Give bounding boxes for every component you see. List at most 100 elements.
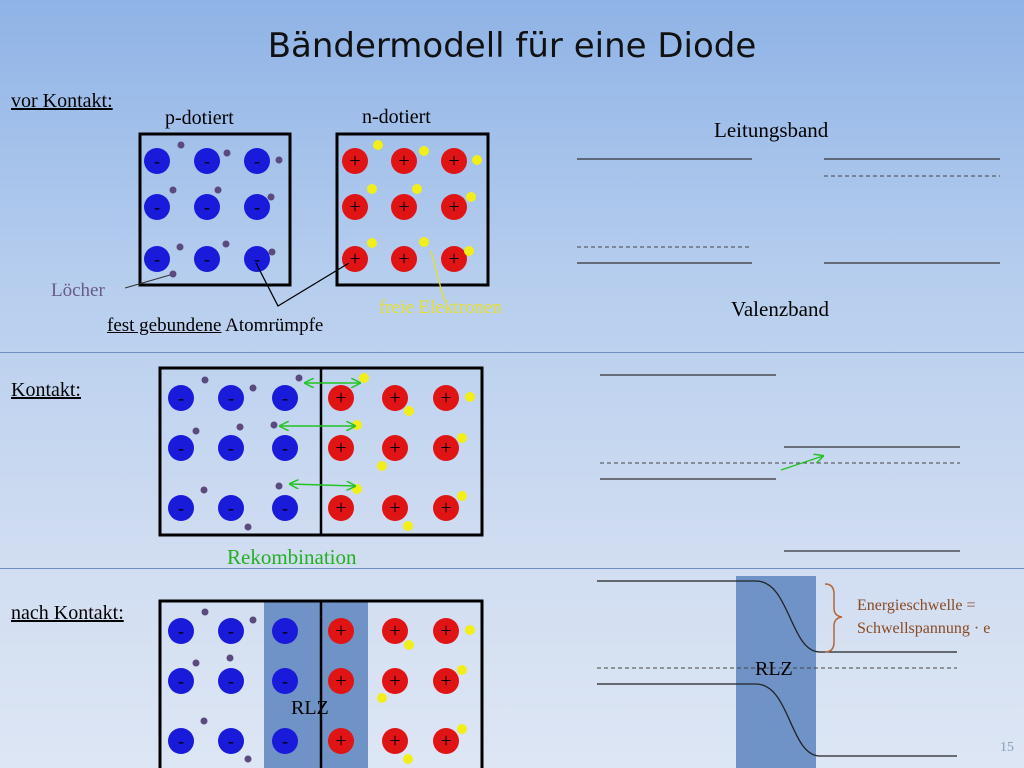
barrier-label-line2: Schwellspannung · e bbox=[857, 620, 991, 637]
n-doped-label: n-dotiert bbox=[362, 106, 431, 128]
svg-text:+: + bbox=[335, 730, 346, 752]
bent-conduction-band bbox=[597, 580, 957, 653]
donor-core: + bbox=[328, 435, 354, 461]
svg-text:-: - bbox=[254, 197, 260, 217]
hole bbox=[176, 243, 184, 251]
acceptor-core: - bbox=[194, 246, 220, 272]
page-number: 15 bbox=[1000, 740, 1014, 755]
free-electron bbox=[403, 521, 413, 531]
p-doped-box bbox=[138, 132, 292, 287]
p-doped-label: p-dotiert bbox=[165, 107, 234, 129]
free-electron bbox=[465, 625, 475, 635]
donor-core: + bbox=[328, 495, 354, 521]
slide-title: Bändermodell für eine Diode bbox=[267, 26, 757, 66]
acceptor-core: - bbox=[218, 668, 244, 694]
recombination-label: Rekombination bbox=[227, 545, 357, 569]
acceptor-core: - bbox=[194, 148, 220, 174]
free-electron bbox=[403, 754, 413, 764]
acceptor-core: - bbox=[194, 194, 220, 220]
donor-core: + bbox=[328, 618, 354, 644]
separator-top bbox=[0, 352, 1024, 353]
hole bbox=[268, 248, 276, 256]
free-electron bbox=[464, 246, 474, 256]
vor-kontakt-label: vor Kontakt: bbox=[11, 90, 113, 112]
svg-text:+: + bbox=[349, 248, 360, 270]
svg-text:-: - bbox=[228, 438, 234, 458]
hole bbox=[169, 186, 177, 194]
donor-core: + bbox=[382, 385, 408, 411]
acceptor-core: - bbox=[218, 728, 244, 754]
svg-text:+: + bbox=[398, 196, 409, 218]
band-recombination-arrow bbox=[780, 456, 823, 471]
fixed-core-pointer bbox=[255, 262, 350, 307]
svg-text:-: - bbox=[154, 151, 160, 171]
donor-core: + bbox=[328, 385, 354, 411]
free-electron bbox=[377, 461, 387, 471]
acceptor-core: - bbox=[144, 148, 170, 174]
acceptor-core: - bbox=[272, 618, 298, 644]
acceptor-core: - bbox=[144, 194, 170, 220]
svg-text:+: + bbox=[440, 670, 451, 692]
hole bbox=[236, 423, 244, 431]
hole bbox=[200, 486, 208, 494]
hole bbox=[249, 384, 257, 392]
svg-text:+: + bbox=[440, 620, 451, 642]
hole bbox=[267, 193, 275, 201]
svg-text:+: + bbox=[448, 150, 459, 172]
free-electron bbox=[472, 155, 482, 165]
donor-core: + bbox=[382, 495, 408, 521]
valence-band-label: Valenzband bbox=[731, 297, 829, 321]
hole bbox=[201, 376, 209, 384]
donor-core: + bbox=[441, 148, 467, 174]
svg-text:-: - bbox=[178, 388, 184, 408]
donor-core: + bbox=[433, 728, 459, 754]
donor-core: + bbox=[382, 618, 408, 644]
hole bbox=[169, 270, 177, 278]
free-electron bbox=[377, 693, 387, 703]
free-electron bbox=[457, 665, 467, 675]
barrier-label-line1: Energieschwelle = bbox=[857, 597, 976, 614]
free-electron bbox=[404, 406, 414, 416]
donor-core: + bbox=[433, 385, 459, 411]
acceptor-core: - bbox=[168, 618, 194, 644]
donor-core: + bbox=[342, 148, 368, 174]
free-electron bbox=[367, 184, 377, 194]
holes-pointer bbox=[124, 274, 171, 289]
acceptor-core: - bbox=[168, 668, 194, 694]
acceptor-core: - bbox=[272, 728, 298, 754]
svg-text:-: - bbox=[178, 731, 184, 751]
hole bbox=[201, 608, 209, 616]
hole bbox=[244, 755, 252, 763]
svg-text:-: - bbox=[178, 438, 184, 458]
acceptor-core: - bbox=[144, 246, 170, 272]
svg-text:+: + bbox=[389, 387, 400, 409]
svg-text:-: - bbox=[228, 498, 234, 518]
hole bbox=[222, 240, 230, 248]
free-electron bbox=[457, 491, 467, 501]
svg-text:+: + bbox=[389, 497, 400, 519]
svg-text:-: - bbox=[178, 498, 184, 518]
donor-core: + bbox=[328, 728, 354, 754]
svg-text:-: - bbox=[228, 388, 234, 408]
donor-core: + bbox=[382, 668, 408, 694]
fixed-cores-label: fest gebundene Atomrümpfe bbox=[107, 315, 323, 337]
acceptor-core: - bbox=[244, 148, 270, 174]
svg-text:+: + bbox=[448, 196, 459, 218]
nach-kontakt-label: nach Kontakt: bbox=[11, 602, 124, 624]
acceptor-core: - bbox=[272, 435, 298, 461]
free-electron bbox=[466, 192, 476, 202]
donor-core: + bbox=[441, 246, 467, 272]
acceptor-core: - bbox=[218, 495, 244, 521]
hole bbox=[244, 523, 252, 531]
n-doped-box bbox=[335, 132, 490, 287]
svg-text:+: + bbox=[389, 670, 400, 692]
svg-text:+: + bbox=[335, 670, 346, 692]
hole bbox=[226, 654, 234, 662]
acceptor-core: - bbox=[218, 618, 244, 644]
donor-core: + bbox=[342, 194, 368, 220]
acceptor-core: - bbox=[168, 385, 194, 411]
hole bbox=[177, 141, 185, 149]
donor-core: + bbox=[342, 246, 368, 272]
acceptor-core: - bbox=[272, 385, 298, 411]
free-electron bbox=[465, 392, 475, 402]
